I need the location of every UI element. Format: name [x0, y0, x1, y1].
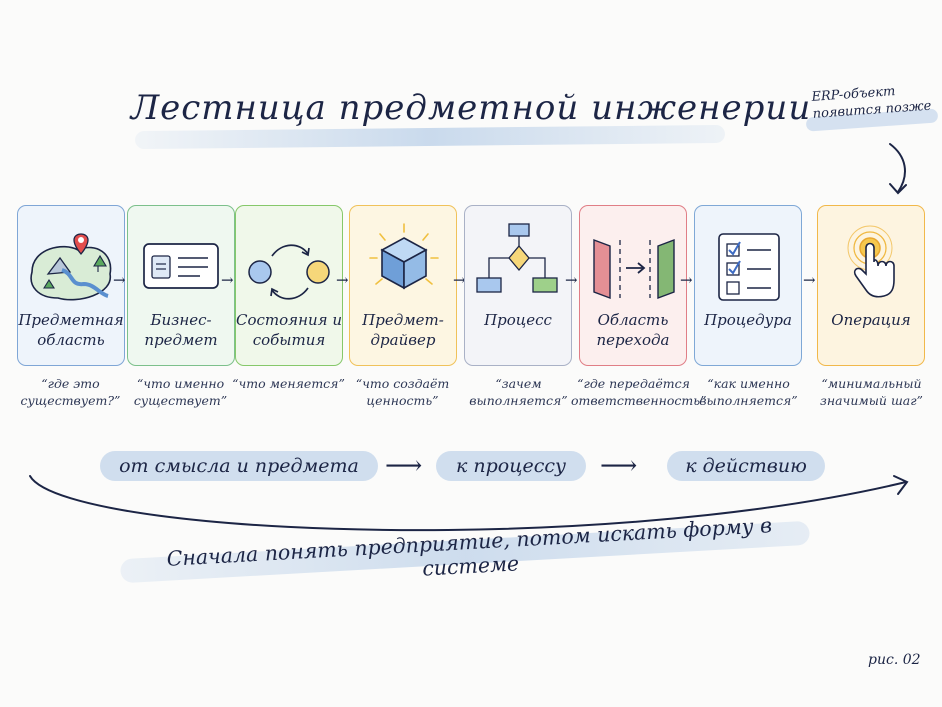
checklist-icon	[695, 212, 801, 312]
step-arrow: →	[565, 271, 578, 289]
tap-hand-icon	[818, 212, 924, 312]
flow-arrow: ⟶	[385, 451, 423, 481]
step-arrow: →	[221, 271, 234, 289]
step-card-driver-object: Предмет-драйвер	[349, 205, 457, 366]
step-arrow: →	[113, 271, 126, 289]
step-card-process: Процесс	[464, 205, 572, 366]
long-curved-arrow	[29, 475, 909, 532]
side-note-arrow	[889, 143, 907, 195]
step-quote: “как именно выполняется”	[699, 376, 798, 408]
step-quote: “что меняется”	[232, 376, 345, 391]
step-arrow: →	[680, 271, 693, 289]
card-document-icon	[128, 212, 234, 312]
step-label: Процесс	[484, 311, 552, 329]
step-card-domain: Предметная область	[17, 205, 125, 366]
step-card-operation: Операция	[817, 205, 925, 366]
step-card-transition-area: Область перехода	[579, 205, 687, 366]
step-quote: “где это существует?”	[20, 376, 121, 408]
step-quote: “где передаётся ответственность”	[571, 376, 707, 408]
flowchart-icon	[465, 212, 571, 312]
step-arrow: →	[336, 271, 349, 289]
flow-arrow: ⟶	[600, 451, 638, 481]
page-title: Лестница предметной инженерии	[130, 88, 812, 128]
step-quote: “что создаёт ценность”	[355, 376, 450, 408]
step-card-business-object: Бизнес-предмет	[127, 205, 235, 366]
step-label: Операция	[831, 311, 911, 329]
flow-step-action: к действию	[667, 451, 825, 481]
cycle-icon	[236, 212, 342, 312]
title-highlight	[134, 124, 726, 150]
step-quote: “минимальный значимый шаг”	[820, 376, 923, 408]
step-label: Область перехода	[596, 311, 670, 349]
handoff-icon	[580, 212, 686, 312]
step-card-procedure: Процедура	[694, 205, 802, 366]
map-icon	[18, 212, 124, 312]
figure-label: рис. 02	[868, 652, 921, 668]
step-label: Состояния и события	[236, 311, 342, 349]
step-card-states-events: Состояния и события	[235, 205, 343, 366]
flow-step-process: к процессу	[436, 451, 586, 481]
step-label: Предмет-драйвер	[362, 311, 444, 349]
step-label: Процедура	[704, 311, 792, 329]
step-arrow: →	[803, 271, 816, 289]
cube-icon	[350, 212, 456, 312]
step-label: Бизнес-предмет	[144, 311, 218, 349]
flow-step-meaning: от смысла и предмета	[100, 451, 378, 481]
step-quote: “зачем выполняется”	[469, 376, 568, 408]
step-quote: “что именно существует”	[133, 376, 228, 408]
step-label: Предметная область	[18, 311, 124, 349]
step-arrow: →	[453, 271, 466, 289]
